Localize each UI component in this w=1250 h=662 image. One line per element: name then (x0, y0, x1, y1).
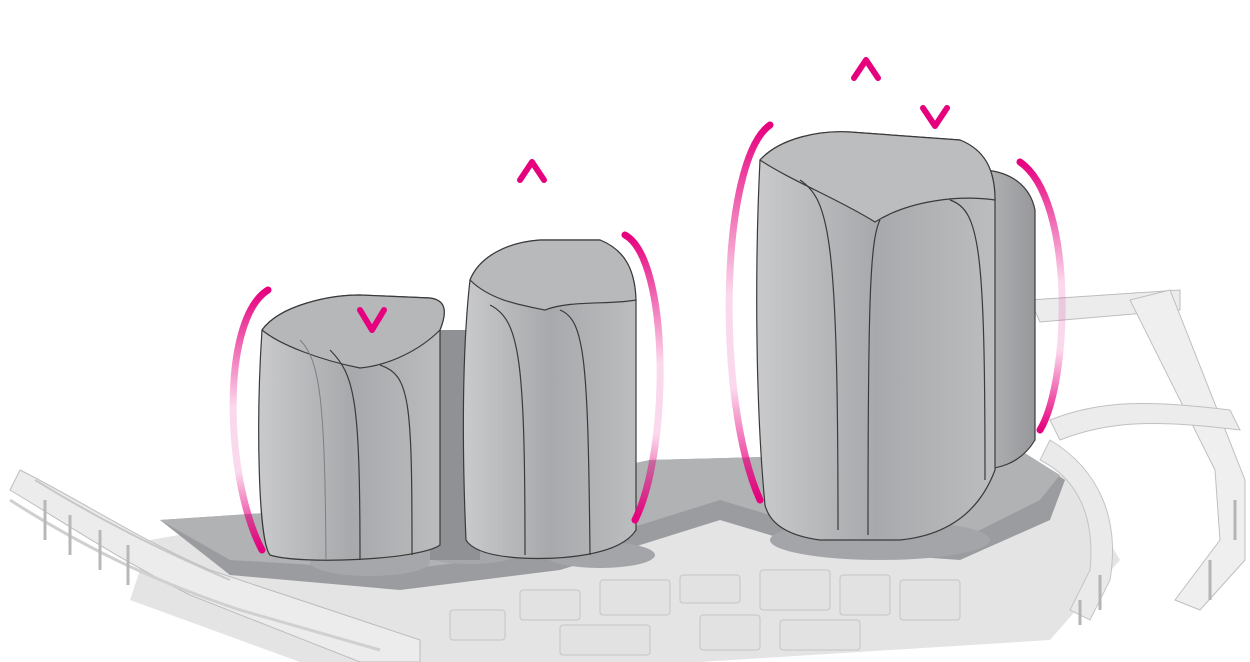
tower-middle (463, 240, 636, 558)
arrow-down-icon (923, 15, 947, 126)
tower-west (259, 295, 480, 560)
arrow-down-icon (360, 215, 384, 330)
